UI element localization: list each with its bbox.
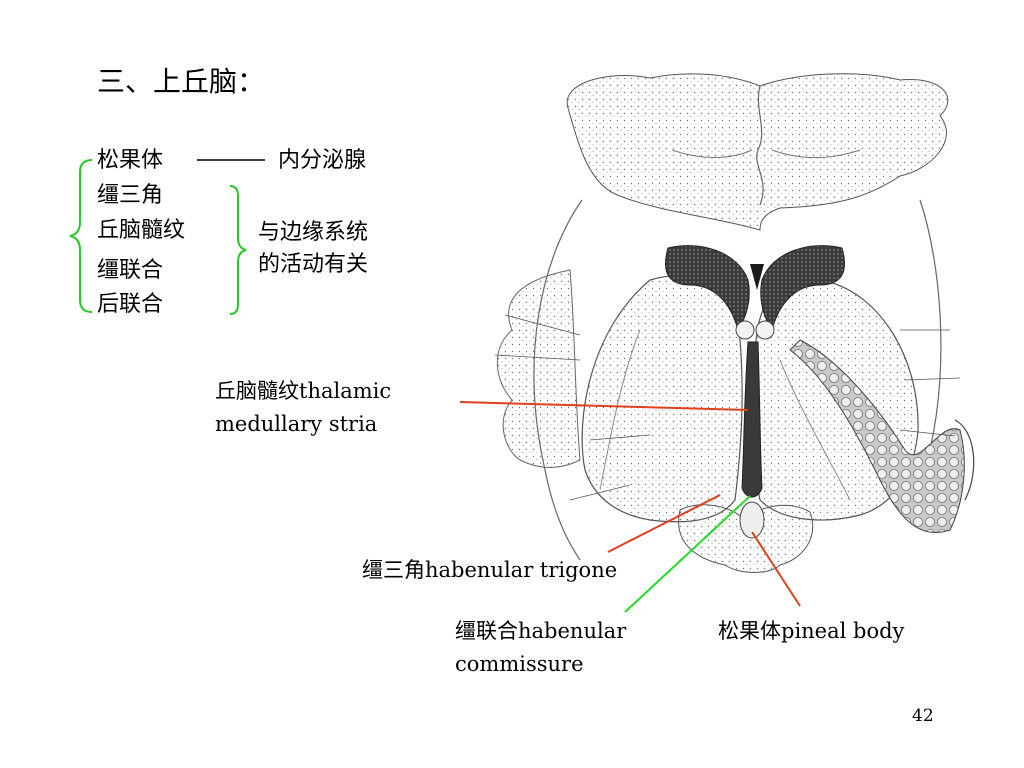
stria-label-line-1: 丘脑髓纹thalamic [215,378,391,404]
commissure-label-en: habenular [518,619,627,643]
stria-label-line-2: medullary stria [215,412,378,436]
drawing-pointer-1 [504,314,581,336]
stria-label-en: thalamic [299,379,392,403]
commissure-leader [624,495,751,613]
right-tail-nucleus [954,419,975,501]
left-internal-capsule [599,329,641,491]
trigone-label-en: habenular trigone [425,558,618,582]
list-item-posterior-commissure: 后联合 [97,292,164,317]
group-function-line-2: 的活动有关 [258,252,369,277]
drawing-pointer-6 [904,377,961,381]
right-curly-brace [229,185,247,315]
pineal-label-en: pineal body [781,619,905,643]
pineal-leader [751,531,801,607]
group-function-line-1: 与边缘系统 [258,220,369,245]
list-item-medullary-stria: 丘脑髓纹 [97,218,186,243]
pineal-label-cn: 松果体 [718,619,781,643]
right-internal-capsule [779,359,851,501]
drawing-pointer-7 [899,429,956,437]
right-lentiform-nucleus [789,339,965,534]
drawing-pointer-4 [569,484,631,501]
ventricle-outline [671,149,861,158]
stria-leader [459,401,749,411]
commissure-label-line-2: commissure [455,652,584,676]
left-lateral-lobe [496,269,581,468]
fornix-right [755,320,775,340]
central-wedge [750,264,764,290]
third-ventricle [741,341,763,498]
slide-title: 三、上丘脑： [97,65,266,98]
right-frame-arc [919,199,942,451]
pineal-gland [739,501,765,539]
trigone-label-cn: 缰三角 [362,558,425,582]
fornix-left [735,320,755,340]
commissure-label-cn: 缰联合 [455,619,518,643]
page-number: 42 [912,706,934,726]
trigone-label: 缰三角habenular trigone [362,557,617,583]
drawing-pointer-2 [494,354,581,361]
trigone-leader [607,494,721,553]
pineal-function-text: 内分泌腺 [278,148,367,173]
commissure-label-line-1: 缰联合habenular [455,618,626,644]
left-curly-brace [69,159,93,313]
stria-label-cn: 丘脑髓纹 [215,379,299,403]
list-item-pineal: 松果体 [97,148,164,173]
pineal-label: 松果体pineal body [718,618,904,644]
midline-fissure [756,85,764,206]
list-item-habenular-commissure: 缰联合 [97,258,164,283]
drawing-pointer-3 [589,434,651,441]
list-item-habenular-trigone: 缰三角 [97,183,164,208]
